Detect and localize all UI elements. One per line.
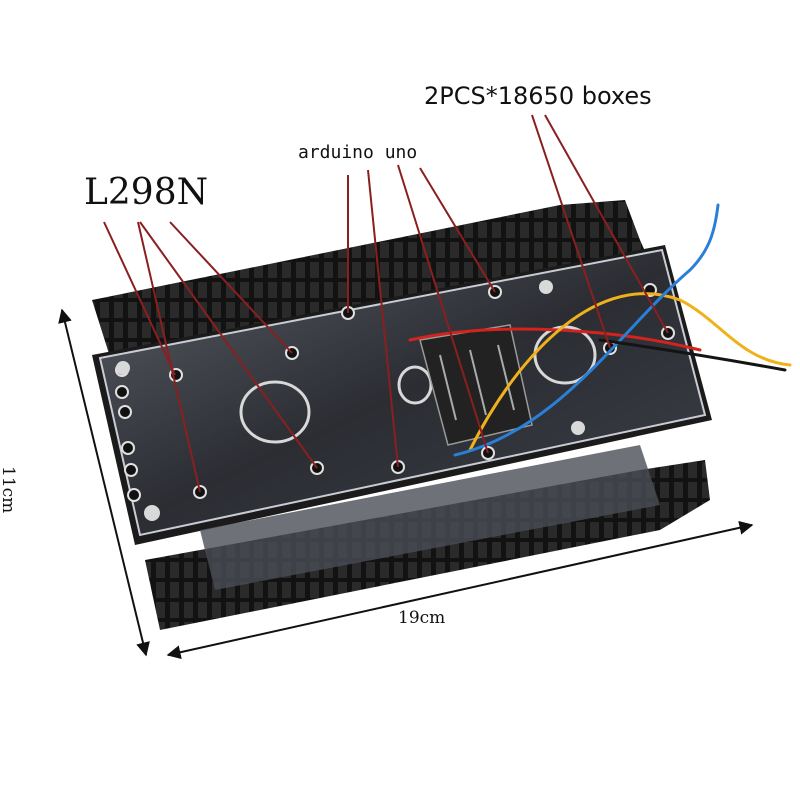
battery-boxes-label: 2PCS*18650 boxes	[424, 82, 652, 110]
battery-box	[419, 324, 533, 446]
pointer-lines	[103, 114, 669, 493]
l298n-label: L298N	[84, 172, 209, 213]
arduino-uno-label: arduino uno	[298, 142, 418, 163]
width-dimension-arrow	[166, 520, 754, 660]
wires	[408, 203, 792, 457]
width-label: 19cm	[398, 608, 446, 628]
height-label: 11cm	[0, 466, 18, 514]
height-dimension-arrow	[58, 308, 150, 657]
